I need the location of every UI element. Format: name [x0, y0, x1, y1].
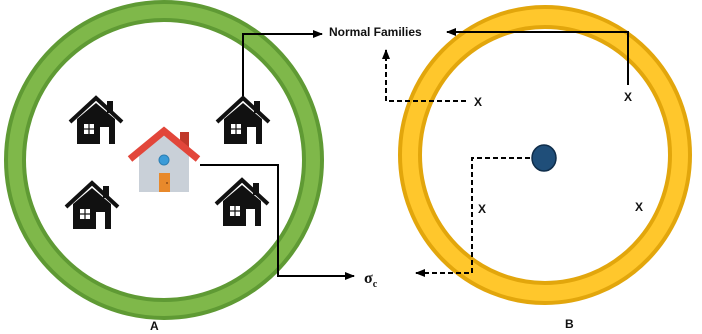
panel-b-label: B	[565, 317, 574, 331]
center-dot	[531, 144, 557, 172]
house-icon-bottom-left	[64, 181, 120, 231]
x-mark-left-middle: X	[478, 202, 486, 216]
arrow-x-to-normal-families	[446, 28, 629, 85]
sigma-c-label: σc	[364, 270, 378, 290]
panel-a-ring	[4, 0, 324, 320]
ring-a-inner	[8, 4, 320, 316]
arrow-house-to-normal-families	[242, 30, 323, 96]
house-icon-top-right	[215, 96, 271, 146]
arrow-house-to-sigma	[200, 164, 355, 280]
house-icon-top-left	[68, 96, 124, 146]
panel-b-ring	[398, 5, 692, 305]
x-mark-left-top: X	[474, 95, 482, 109]
x-mark-right-middle: X	[635, 200, 643, 214]
normal-families-label: Normal Families	[329, 25, 422, 39]
ring-b-inner	[402, 9, 688, 301]
colored-house-icon	[127, 126, 201, 192]
house-icon-bottom-right	[214, 178, 270, 228]
dashed-arrow-x-to-normal-families	[382, 49, 466, 102]
x-mark-right-top: X	[624, 90, 632, 104]
dashed-arrow-dot-to-sigma	[415, 157, 530, 277]
panel-a-label: A	[150, 319, 159, 333]
